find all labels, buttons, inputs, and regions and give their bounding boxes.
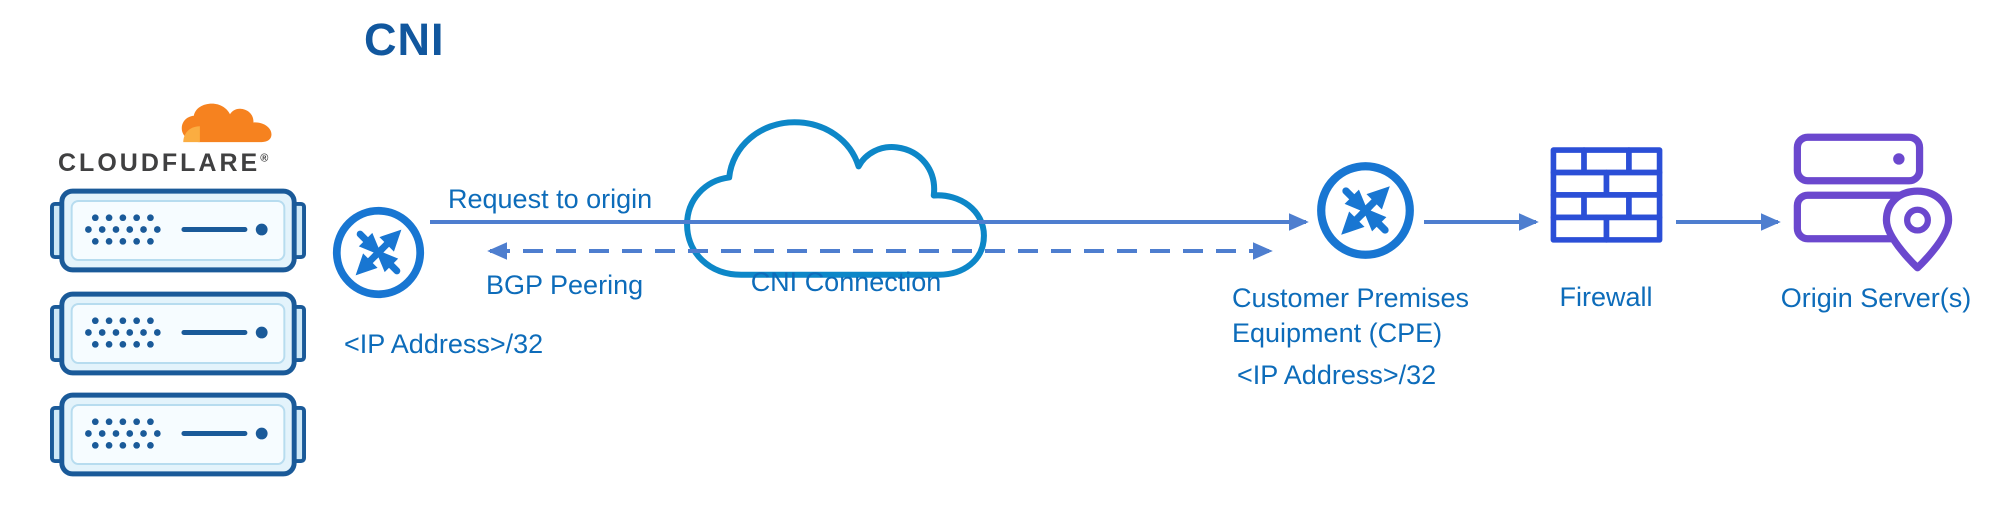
edge-server-icon [50, 392, 306, 477]
cloudflare-cloud-icon [178, 102, 276, 149]
edge-router-ip-label: <IP Address>/32 [344, 329, 544, 359]
firewall-icon [1549, 146, 1664, 246]
edge-router-icon [330, 204, 427, 301]
request-to-origin-label: Request to origin [448, 184, 653, 214]
edge-server-icon [50, 291, 306, 376]
cpe-ip-label: <IP Address>/32 [1237, 360, 1437, 390]
edge-server-icon [50, 188, 306, 273]
firewall-label: Firewall [1559, 282, 1653, 312]
cni-connection-label: CNI Connection [750, 267, 942, 297]
origin-servers-label: Origin Server(s) [1780, 283, 1972, 313]
registered-mark-icon: ® [260, 152, 269, 165]
cpe-name-label: Customer Premises Equipment (CPE) [1232, 283, 1470, 349]
diagram-title: CNI [364, 14, 445, 65]
cpe-router-icon [1314, 159, 1417, 262]
cloudflare-wordmark: CLOUDFLARE® [58, 149, 269, 177]
origin-servers-icon [1791, 131, 1957, 276]
bgp-peering-label: BGP Peering [486, 270, 644, 300]
